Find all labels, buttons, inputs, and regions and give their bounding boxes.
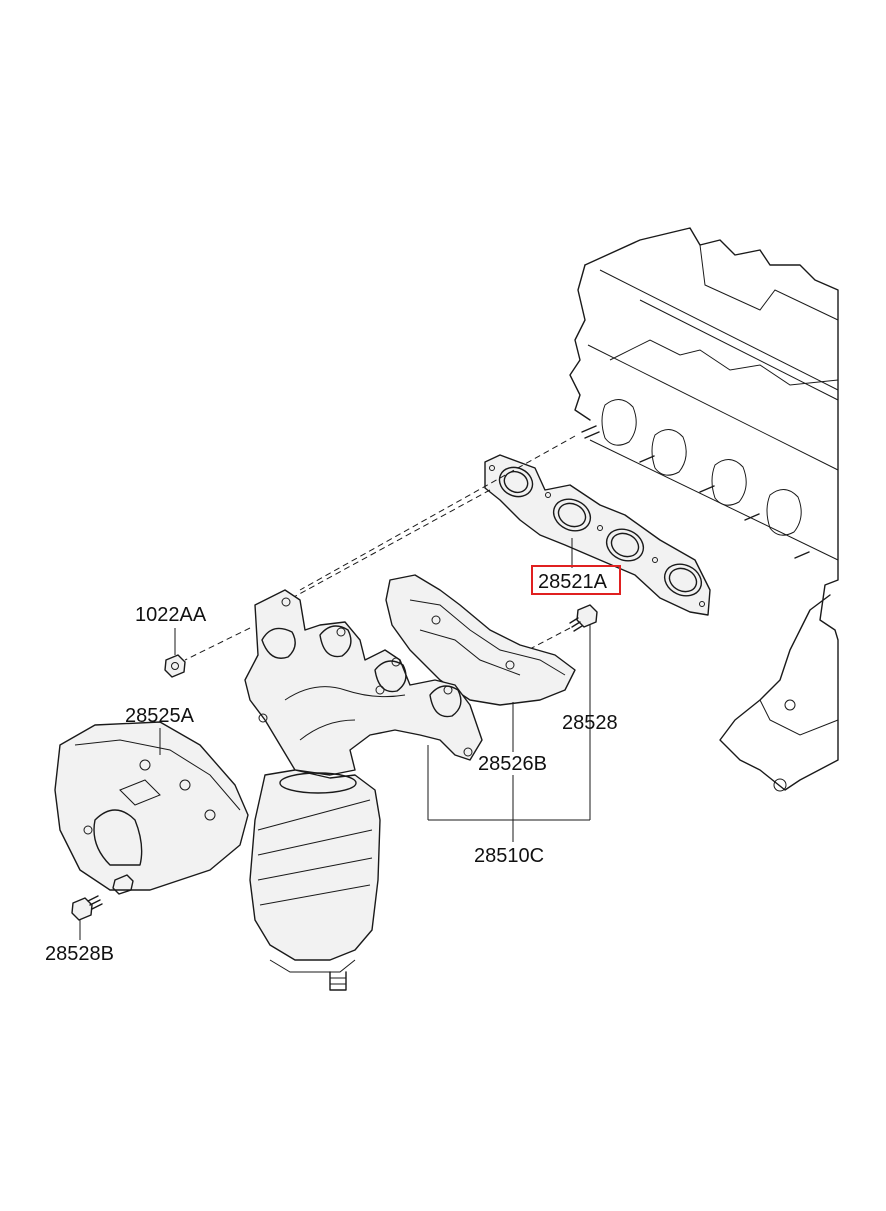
exhaust-manifold: [244, 589, 483, 776]
label-nut: 1022AA: [135, 604, 207, 626]
exhaust-manifold-gasket: [484, 454, 711, 616]
catalytic-converter: [249, 769, 381, 991]
label-bolt-lower: 28528B: [45, 943, 114, 965]
label-bolt-upper: 28528: [562, 712, 618, 734]
bolt-lower: [71, 895, 103, 921]
leader-lines: [79, 538, 591, 940]
heat-protector-lower: [54, 721, 249, 895]
label-heat-protector-lower: 28525A: [125, 705, 195, 727]
label-manifold-assembly: 28510C: [474, 845, 544, 867]
heat-protector-upper: [385, 574, 576, 706]
label-gasket: 28521A: [538, 571, 608, 593]
label-heat-protector-upper: 28526B: [478, 753, 547, 775]
engine-block: [569, 227, 839, 792]
flange-nut: [164, 654, 186, 678]
highlight-box: [531, 565, 621, 595]
bolt-upper: [569, 604, 598, 632]
